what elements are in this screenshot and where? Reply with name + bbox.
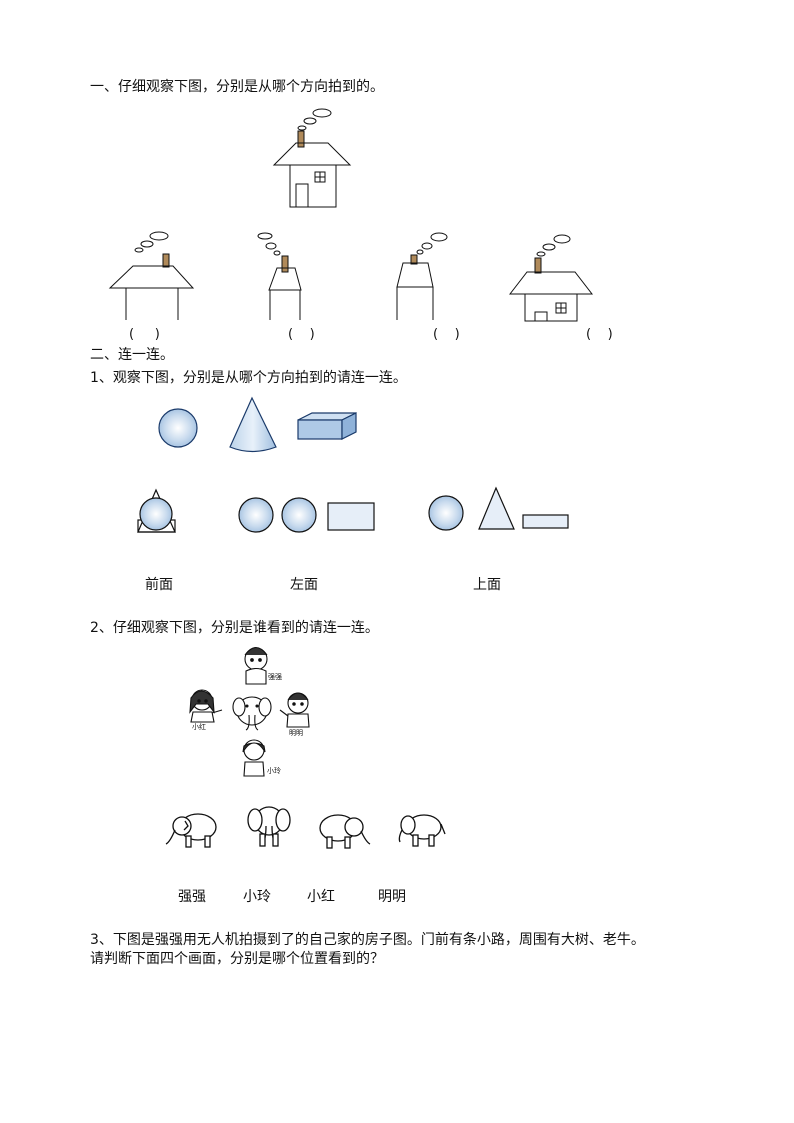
cuboid-icon: [297, 412, 357, 440]
answer-label-2: 小玲: [243, 889, 271, 905]
child-label-xiaoling: 小玲: [267, 767, 281, 775]
elephant-icon: [319, 814, 371, 849]
elephant-icon: [247, 806, 291, 847]
top-view-shapes: [428, 486, 569, 531]
child-label-qiangqiang: 强强: [268, 673, 282, 681]
answer-blank-2[interactable]: ( ): [288, 327, 315, 342]
child-label-xiaohong: 小红: [192, 723, 206, 731]
house-view-icon: [257, 232, 302, 320]
label-top: 上面: [473, 577, 501, 593]
elephant-icon: [165, 813, 217, 848]
elephant-icon: [232, 696, 272, 731]
child-icon: [189, 689, 223, 723]
answer-label-4: 明明: [378, 889, 406, 905]
section1-heading: 一、仔细观察下图，分别是从哪个方向拍到的。: [90, 79, 384, 95]
house-view-icon: [396, 232, 448, 320]
answer-blank-3[interactable]: ( ): [433, 327, 460, 342]
house-icon: [272, 108, 352, 208]
section2-heading: 二、连一连。: [90, 347, 174, 363]
child-icon: [279, 692, 310, 728]
q1-prompt: 1、观察下图，分别是从哪个方向拍到的请连一连。: [90, 370, 407, 386]
front-view-shapes: [137, 488, 176, 533]
q2-prompt: 2、仔细观察下图，分别是谁看到的请连一连。: [90, 620, 379, 636]
side-view-shapes: [238, 497, 375, 533]
child-label-mingming: 明明: [289, 729, 303, 737]
answer-label-1: 强强: [178, 889, 206, 905]
child-icon: [244, 646, 268, 685]
answer-blank-1[interactable]: ( ): [129, 327, 160, 342]
label-left: 左面: [290, 577, 318, 593]
sphere-icon: [158, 408, 198, 448]
house-view-icon: [108, 231, 195, 320]
q3-line2: 请判断下面四个画面，分别是哪个位置看到的？: [90, 951, 384, 967]
child-icon: [242, 739, 266, 777]
label-front: 前面: [145, 577, 173, 593]
answer-blank-4[interactable]: ( ): [586, 327, 613, 342]
cone-icon: [229, 396, 277, 453]
answer-label-3: 小红: [307, 889, 335, 905]
house-view-icon: [508, 234, 594, 322]
elephant-icon: [398, 814, 446, 847]
q3-line1: 3、下图是强强用无人机拍摄到了的自己家的房子图。门前有条小路，周围有大树、老牛。: [90, 932, 645, 948]
